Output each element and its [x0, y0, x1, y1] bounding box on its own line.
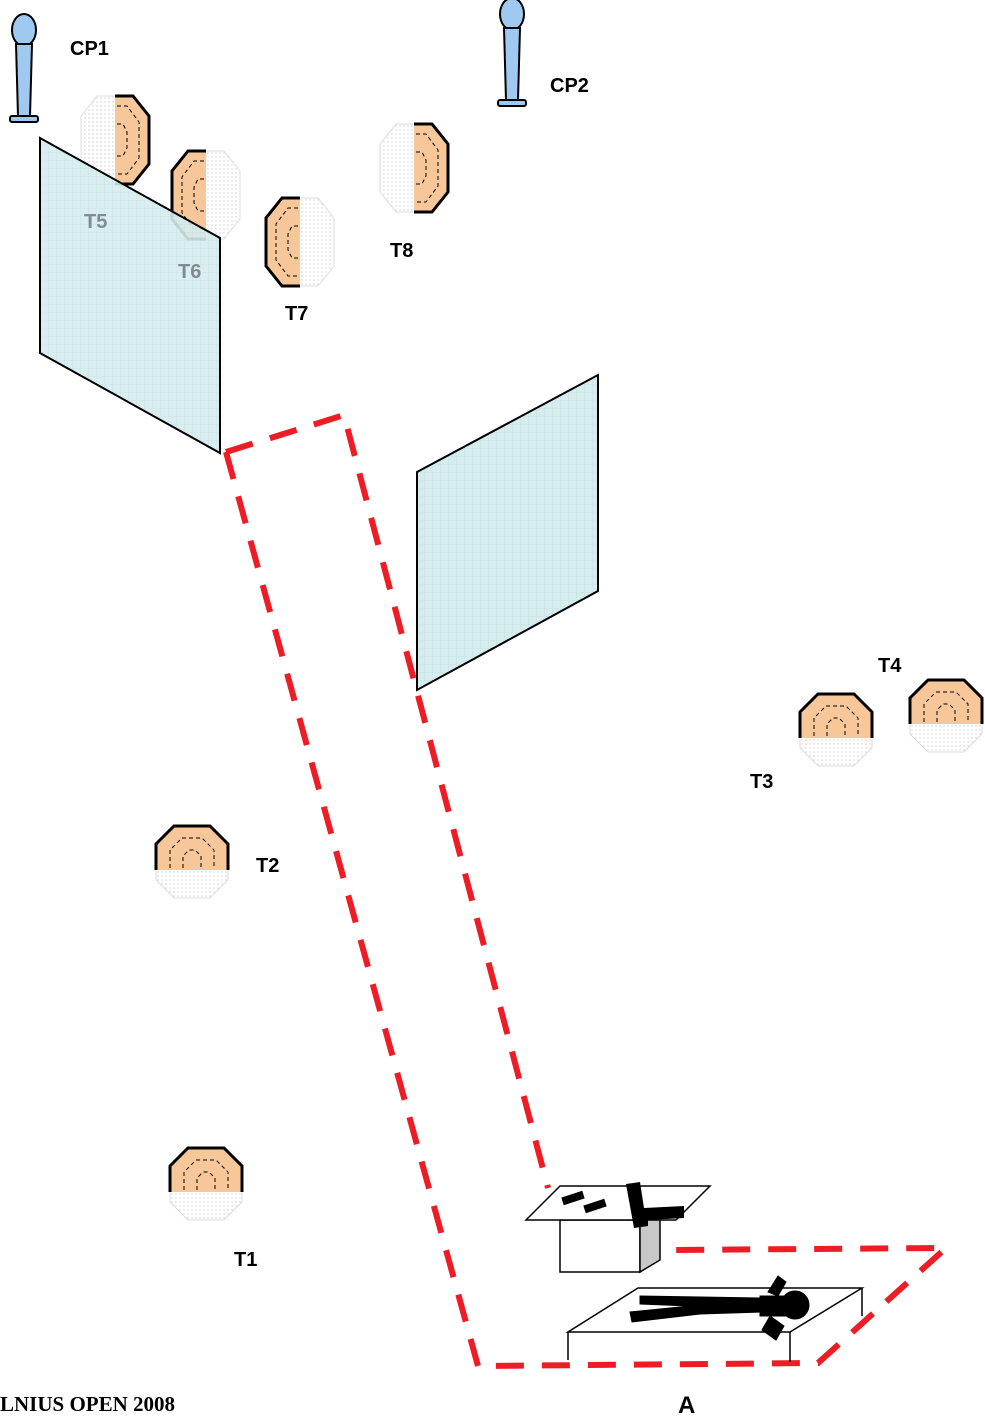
shooting-area-upper-boundary [225, 411, 551, 1189]
table-start-position [565, 1275, 865, 1362]
target-t8 [378, 122, 450, 214]
magazine-icon [561, 1190, 607, 1214]
pistol-icon [626, 1182, 684, 1228]
cone-icon-cp2 [497, 0, 527, 107]
target-t2 [154, 824, 230, 900]
box-with-pistol [524, 1182, 712, 1274]
footer-event-title: LNIUS OPEN 2008 [0, 1392, 175, 1416]
label-t7: T7 [285, 303, 308, 325]
label-t2: T2 [256, 855, 279, 877]
label-cp2: CP2 [550, 75, 589, 97]
cone-icon-cp1 [9, 13, 39, 123]
label-t6: T6 [178, 261, 201, 283]
shooting-area-lower-boundary [223, 451, 954, 1370]
target-t1 [168, 1146, 244, 1222]
label-t5: T5 [84, 211, 107, 233]
label-t8: T8 [390, 240, 413, 262]
target-t7 [264, 196, 336, 288]
label-t1: T1 [234, 1249, 257, 1271]
label-t4: T4 [878, 655, 902, 677]
wall-right [416, 373, 599, 692]
shooter-figure-icon [629, 1275, 810, 1341]
target-t3 [798, 692, 874, 768]
target-t4 [908, 678, 984, 754]
label-t3: T3 [750, 771, 773, 793]
label-cp1: CP1 [70, 38, 109, 60]
label-start-position: A [678, 1392, 695, 1419]
wall-left [39, 136, 221, 455]
